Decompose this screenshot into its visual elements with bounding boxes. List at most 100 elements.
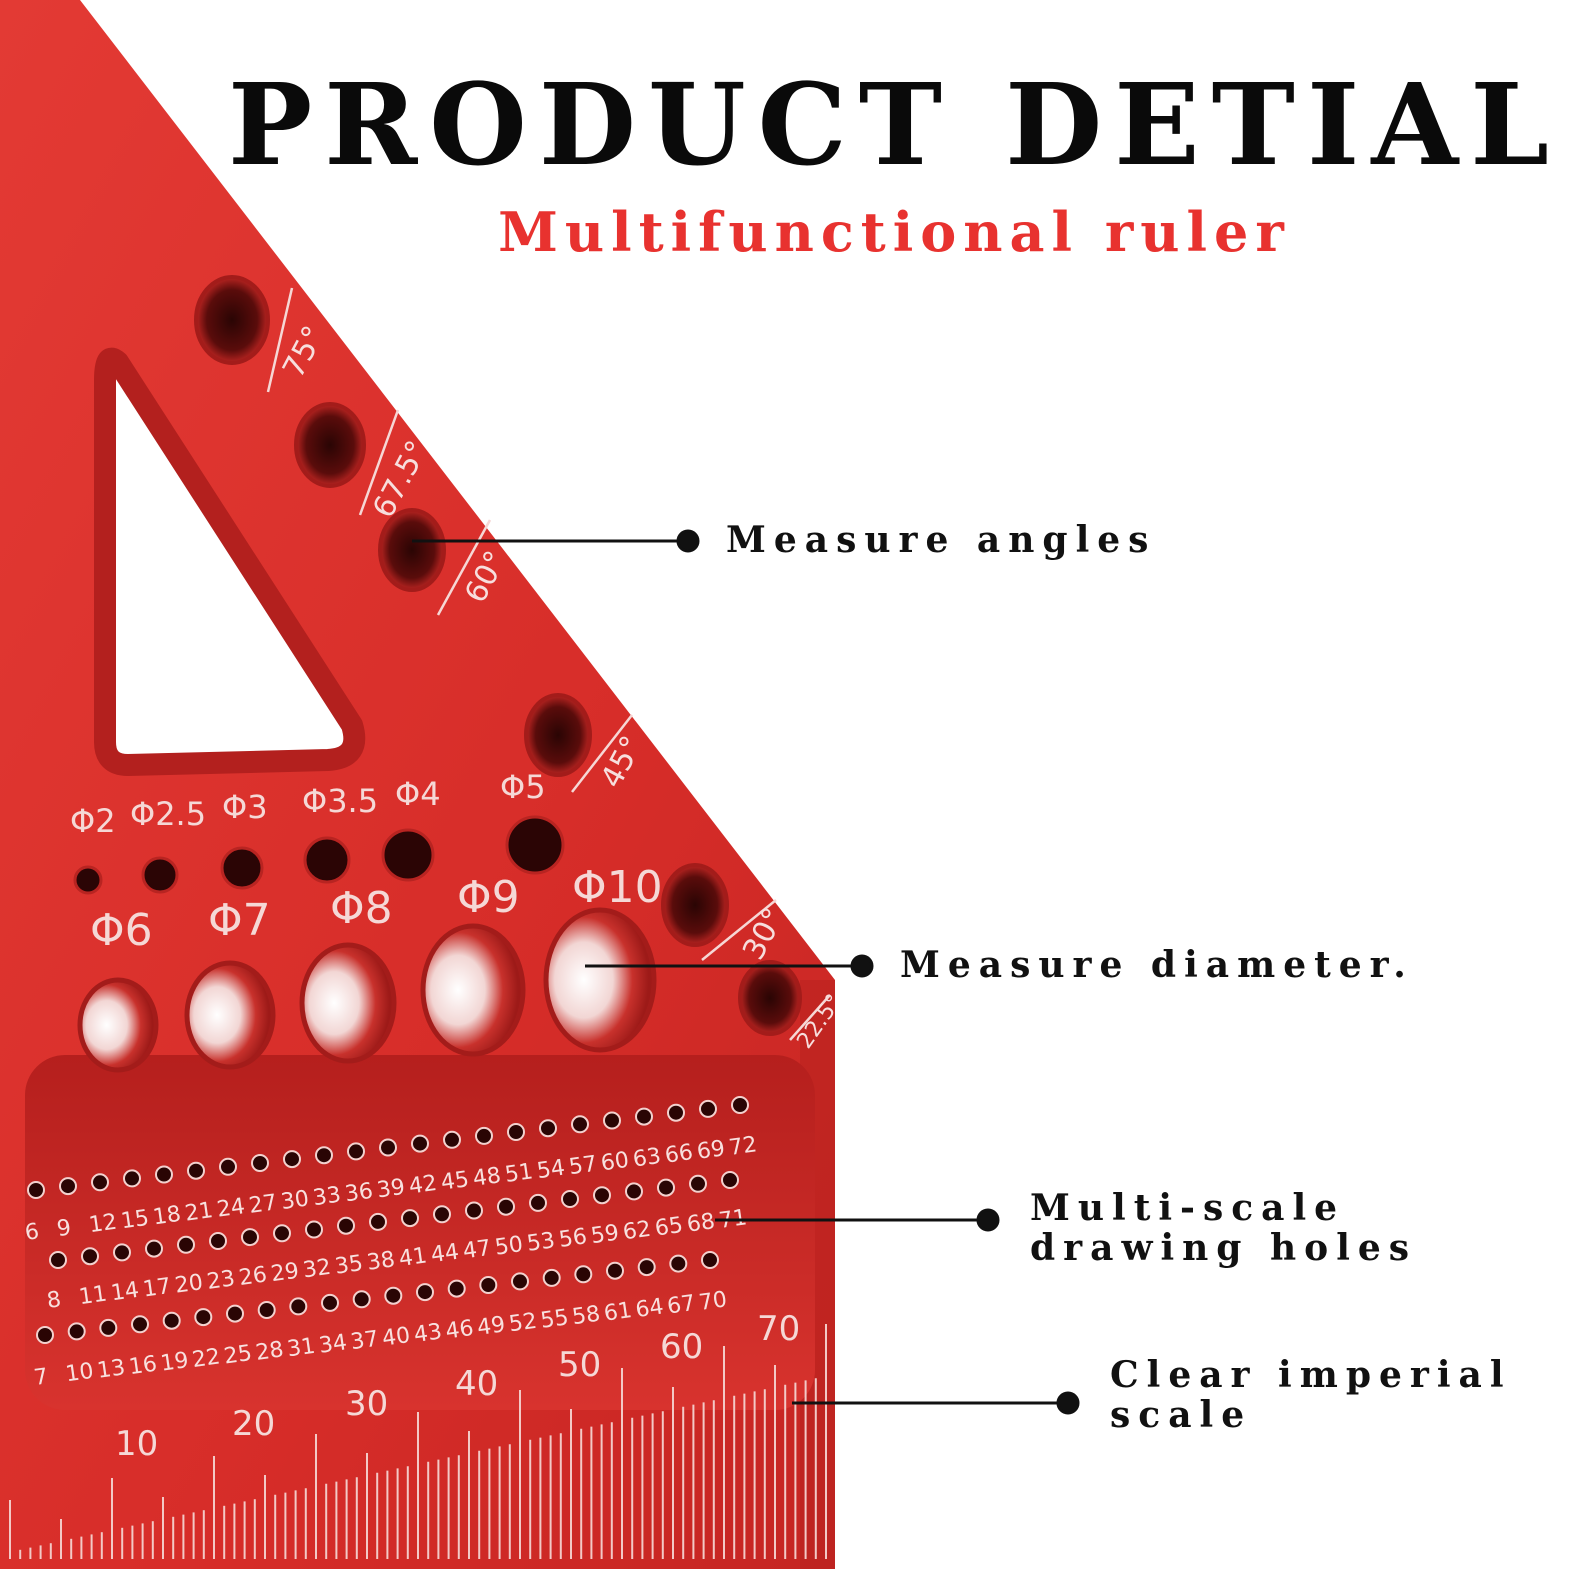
drawing-hole-number: 29 [269,1259,300,1288]
drawing-hole [81,1247,99,1266]
scale-label-70: 70 [757,1309,800,1349]
drawing-hole-number: 6 [23,1219,40,1246]
callout-measure-diameter: Measure diameter. [900,944,1414,986]
drawing-hole-number: 22 [191,1344,222,1373]
small-diameter-holes [73,815,565,895]
drawing-hole [689,1174,707,1193]
drawing-hole-number: 50 [493,1232,524,1261]
drawing-hole-number: 10 [64,1359,95,1388]
large-diameter-holes [77,907,657,1073]
drawing-hole-number: 24 [215,1194,246,1223]
drawing-hole [347,1142,365,1161]
drawing-hole [131,1315,149,1334]
small-hole-label-3: Φ3 [222,788,268,826]
drawing-hole-number: 56 [557,1224,588,1253]
angle-lines [266,287,831,1041]
drawing-hole [443,1130,461,1149]
large-hole-label-1: Φ6 [90,905,153,956]
scale-label-60: 60 [660,1327,703,1367]
drawing-hole [657,1178,675,1197]
small-hole-label-1: Φ2 [70,802,116,840]
drawing-hole [475,1126,493,1145]
drawing-hole [571,1115,589,1134]
drawing-hole-number: 9 [55,1215,72,1242]
drawing-hole [416,1283,434,1302]
hole-slot [25,1055,815,1410]
drawing-hole [603,1111,621,1130]
drawing-hole-number: 53 [525,1228,556,1257]
drawing-hole-number: 46 [444,1316,475,1345]
drawing-hole-number: 55 [539,1305,570,1334]
drawing-hole-number: 37 [349,1327,380,1356]
drawing-hole-number: 26 [237,1262,268,1291]
callout-scale-line2: scale [1110,1394,1253,1436]
drawing-hole [721,1171,739,1189]
callout-measure-angles: Measure angles [726,519,1157,561]
callout-dot-angles [676,529,700,553]
drawing-hole [123,1169,141,1188]
drawing-hole [49,1251,67,1269]
drawing-hole [241,1228,259,1247]
drawing-hole [637,1258,656,1277]
drawing-hole-number: 63 [631,1144,662,1173]
drawing-hole [593,1186,611,1205]
drawing-hole [59,1177,77,1196]
drawing-hole-number: 39 [375,1175,406,1204]
drawing-hole [99,1318,118,1337]
drawing-hole-number: 72 [727,1132,758,1161]
drawing-hole-number: 44 [429,1240,460,1269]
drawing-hole-number: 64 [634,1294,665,1323]
drawing-hole-number: 38 [365,1247,396,1276]
scale-ticks [9,1324,827,1559]
callout-dot-scale [1056,1391,1080,1415]
drawing-hole [699,1099,717,1118]
drawing-hole-number: 66 [663,1140,694,1169]
drawing-hole [177,1235,195,1254]
drawing-hole [113,1243,131,1262]
page-title: PRODUCT DETIAL [227,60,1561,191]
drawing-hole [283,1150,301,1169]
drawing-hole-number: 70 [697,1287,728,1316]
drawing-hole [194,1308,213,1327]
drawing-hole [321,1293,339,1312]
drawing-hole-number: 8 [45,1287,62,1314]
drawing-hole [479,1276,498,1294]
callout-lines [412,529,1080,1415]
drawing-hole-number: 35 [333,1251,364,1280]
drawing-hole-number: 36 [343,1179,374,1208]
callout-dot-holes [976,1208,1000,1232]
drawing-hole [27,1181,45,1199]
drawing-hole [187,1161,205,1180]
small-hole-label-2: Φ2.5 [130,795,206,833]
large-hole-label-3: Φ8 [330,883,393,934]
drawing-hole-number: 62 [621,1217,652,1246]
large-hole-label-4: Φ9 [457,872,520,923]
drawing-hole [67,1322,86,1341]
drawing-hole-number: 23 [205,1266,236,1295]
drawing-hole [219,1157,237,1176]
drawing-hole-number: 21 [183,1198,214,1227]
drawing-hole-number: 28 [254,1337,285,1366]
drawing-hole [91,1173,109,1192]
drawing-hole-number: 42 [407,1171,438,1200]
drawing-hole [209,1232,227,1250]
drawing-hole [561,1190,579,1208]
drawing-hole-number: 43 [412,1319,443,1348]
drawing-hole [251,1154,269,1172]
drawing-hole [507,1123,525,1141]
large-hole-labels: Φ6 Φ7 Φ8 Φ9 Φ10 [90,862,663,956]
drawing-hole [369,1212,387,1231]
drawing-hole-number: 25 [222,1341,253,1370]
drawing-hole-number: 57 [567,1152,598,1181]
drawing-hole-number: 40 [381,1323,412,1352]
drawing-hole [574,1265,593,1284]
drawing-hole [635,1107,653,1126]
drawing-hole-number: 68 [685,1209,716,1238]
drawing-hole-number: 54 [535,1155,566,1184]
drawing-hole-number: 34 [317,1330,348,1359]
callout-scale-line1: Clear imperial [1110,1354,1512,1396]
scale-label-50: 50 [558,1345,601,1385]
drawing-hole-number: 15 [119,1206,150,1235]
drawing-hole-number: 12 [87,1210,118,1239]
